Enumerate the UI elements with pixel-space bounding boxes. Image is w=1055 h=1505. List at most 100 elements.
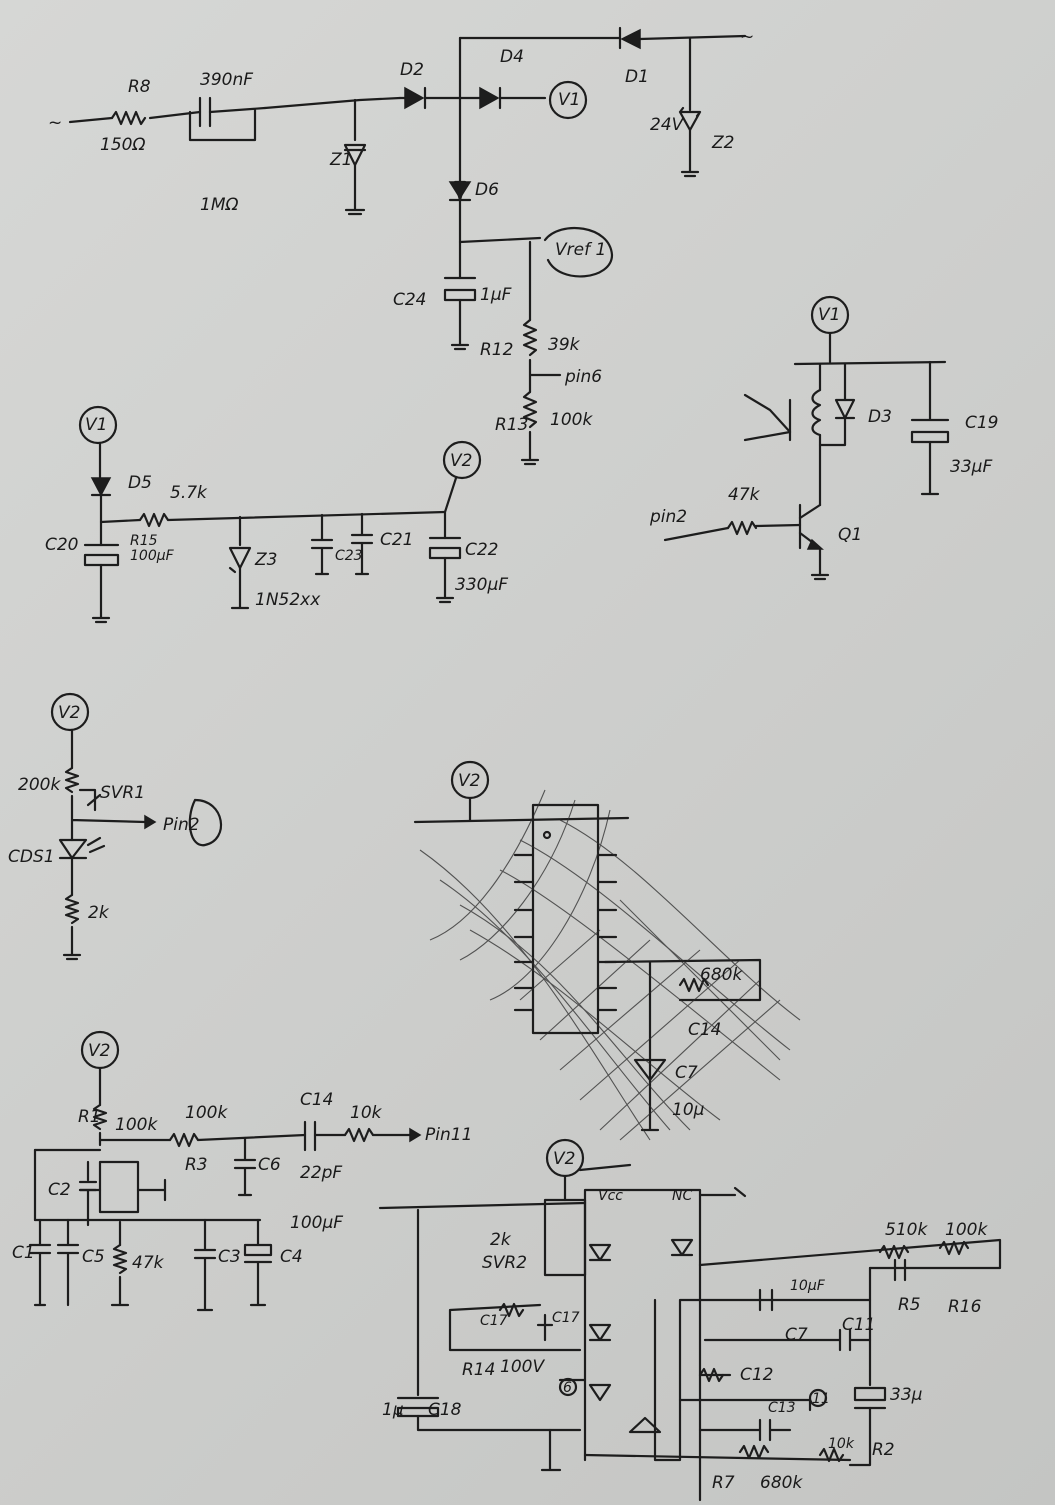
resistor-10k-label-b: 10k bbox=[828, 1436, 855, 1452]
r16-label: R16 bbox=[948, 1297, 982, 1317]
c4-label: C4 bbox=[280, 1247, 303, 1267]
c11-label: C11 bbox=[842, 1315, 876, 1335]
cds1-label: CDS1 bbox=[8, 847, 55, 867]
res-1m-label: 1MΩ bbox=[200, 195, 238, 215]
d1-label: D1 bbox=[625, 67, 649, 87]
c7-label: C7 bbox=[785, 1325, 808, 1345]
r8-value: 150Ω bbox=[100, 135, 145, 155]
c14-label-scrap: C14 bbox=[688, 1020, 722, 1040]
svr1-label: SVR1 bbox=[100, 783, 145, 803]
pin6-marker: 6 bbox=[563, 1380, 572, 1396]
z2-label: Z2 bbox=[711, 133, 734, 153]
d5-label: D5 bbox=[128, 473, 152, 493]
c22-value: 330µF bbox=[455, 575, 508, 595]
svr2-label: SVR2 bbox=[482, 1253, 527, 1273]
z2-value: 24V bbox=[650, 115, 685, 135]
r1-label: R1 bbox=[78, 1107, 101, 1127]
vref-label: Vref 1 bbox=[555, 240, 606, 260]
input-rectifier-block bbox=[68, 26, 747, 466]
c18-label: C18 bbox=[428, 1400, 462, 1420]
r7-label: R7 bbox=[712, 1473, 735, 1493]
c24-label: C24 bbox=[393, 290, 427, 310]
v1-node-left: V1 bbox=[85, 415, 107, 435]
z3-label: Z3 bbox=[254, 550, 277, 570]
nc-pin-label: NC bbox=[672, 1188, 692, 1204]
pin2-label-cds: Pin2 bbox=[163, 815, 200, 835]
controller-ic-block bbox=[378, 1138, 1002, 1502]
c23-label: C23 bbox=[335, 548, 363, 564]
d6-label: D6 bbox=[475, 180, 499, 200]
d4-label: D4 bbox=[500, 47, 524, 67]
pin11-marker: 11 bbox=[812, 1391, 830, 1407]
c18-value: 1µ bbox=[382, 1400, 404, 1420]
q1-label: Q1 bbox=[838, 525, 862, 545]
resistor-2k-label: 2k bbox=[88, 903, 110, 923]
cds-sensor-block bbox=[50, 692, 223, 961]
c1-label: C1 bbox=[12, 1243, 35, 1263]
c7-label-scrap: C7 bbox=[675, 1063, 698, 1083]
v2-node-ic-scrap: V2 bbox=[458, 771, 480, 791]
c4-value: 100µF bbox=[290, 1213, 343, 1233]
c2-label: C2 bbox=[48, 1180, 71, 1200]
pin2-label-relay: pin2 bbox=[649, 507, 687, 527]
d2-label: D2 bbox=[400, 60, 424, 80]
svr1-value: 200k bbox=[18, 775, 61, 795]
r7-value: 680k bbox=[760, 1473, 803, 1493]
resistor-47k-label: 47k bbox=[132, 1253, 165, 1273]
r3-value: 100k bbox=[185, 1103, 228, 1123]
c3-label: C3 bbox=[218, 1247, 241, 1267]
c20-value: 100µF bbox=[130, 548, 175, 564]
r3-label: R3 bbox=[185, 1155, 208, 1175]
v2-node-filter: V2 bbox=[88, 1041, 110, 1061]
r510-label: 510k bbox=[885, 1220, 928, 1240]
d3-label: D3 bbox=[868, 407, 892, 427]
c12-label: C12 bbox=[740, 1365, 774, 1385]
r680-label-scrap: 680k bbox=[700, 965, 743, 985]
r100k-label: 100k bbox=[945, 1220, 988, 1240]
c19-label: C19 bbox=[965, 413, 999, 433]
c17-label-b: C17 bbox=[552, 1310, 580, 1326]
v2-regulator-block bbox=[78, 405, 482, 624]
r15-label: R15 bbox=[130, 533, 158, 549]
relay-driver-block bbox=[663, 295, 950, 581]
c21-label: C21 bbox=[380, 530, 414, 550]
r1-value: 100k bbox=[115, 1115, 158, 1135]
v1-node-top: V1 bbox=[558, 90, 580, 110]
z3-value: 1N52xx bbox=[255, 590, 321, 610]
c14-label: C14 bbox=[300, 1090, 334, 1110]
c7-value: 10µF bbox=[790, 1278, 826, 1294]
r2-label: R2 bbox=[872, 1440, 895, 1460]
r15-value: 5.7k bbox=[170, 483, 208, 503]
c13-label: C13 bbox=[768, 1400, 796, 1416]
c7-value-scrap: 10µ bbox=[672, 1100, 705, 1120]
v2-node-cds: V2 bbox=[58, 703, 80, 723]
q1-resistor-value: 47k bbox=[728, 485, 761, 505]
c24-value: 1µF bbox=[480, 285, 512, 305]
zener-2k-label: 2k bbox=[490, 1230, 512, 1250]
r8-label: R8 bbox=[128, 77, 151, 97]
resistor-10k-label: 10k bbox=[350, 1103, 383, 1123]
v2-node-controller: V2 bbox=[553, 1149, 575, 1169]
c20-label: C20 bbox=[45, 535, 79, 555]
ac-out-label: ~ bbox=[740, 27, 754, 47]
vcc-pin-label: Vcc bbox=[598, 1188, 623, 1204]
r14-label: R14 bbox=[462, 1360, 495, 1380]
v2-node-regulator: V2 bbox=[450, 451, 472, 471]
schematic-labels: ~ ~ R8 150Ω 390nF 1MΩ D2 D4 D1 Z1 Z2 24V… bbox=[8, 27, 999, 1493]
c5-label: C5 bbox=[82, 1247, 105, 1267]
r12-label: R12 bbox=[480, 340, 513, 360]
pin11-label: Pin11 bbox=[425, 1125, 472, 1145]
pin6-label: pin6 bbox=[564, 367, 602, 387]
c19-value: 33µF bbox=[950, 457, 992, 477]
c14-value: 22pF bbox=[300, 1163, 342, 1183]
c17-label-a: C17 bbox=[480, 1313, 508, 1329]
r13-value: 100k bbox=[550, 410, 593, 430]
r13-label: R13 bbox=[495, 415, 528, 435]
r14-value: 100V bbox=[500, 1357, 545, 1377]
r5-label: R5 bbox=[898, 1295, 921, 1315]
crossed-out-ic-block bbox=[413, 760, 801, 1141]
r12-value: 39k bbox=[548, 335, 581, 355]
cap-390-label: 390nF bbox=[200, 70, 253, 90]
